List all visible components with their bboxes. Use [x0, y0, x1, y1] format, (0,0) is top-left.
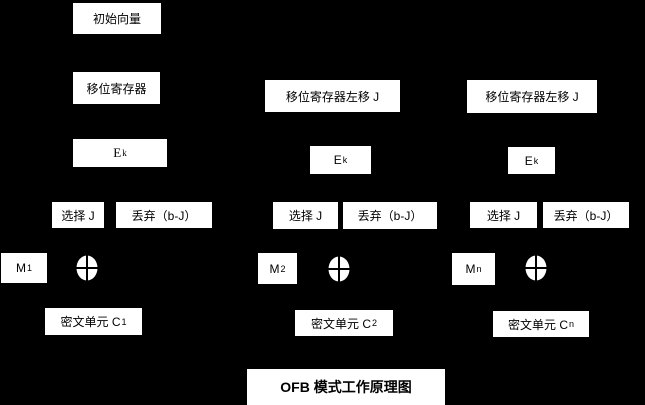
- shift-register-box-3: 移位寄存器左移 J: [467, 80, 597, 113]
- init-vector-box: 初始向量: [73, 3, 161, 34]
- ciphertext-label: 密文单元 C: [507, 317, 568, 332]
- xor-icon: [76, 255, 98, 281]
- discard-box-2: 丢弃（b-J）: [343, 202, 437, 229]
- shift-register-box-2: 移位寄存器左移 J: [265, 80, 400, 112]
- discard-box-3: 丢弃（b-J）: [543, 202, 629, 228]
- discard-box-1: 丢弃（b-J）: [116, 202, 212, 228]
- select-box-1: 选择 J: [52, 202, 104, 228]
- ciphertext-label: 密文单元 C: [60, 315, 121, 329]
- ciphertext-label: 密文单元 C: [310, 316, 371, 331]
- encrypt-label: E: [524, 153, 533, 168]
- message-label: M: [465, 262, 476, 276]
- select-box-2: 选择 J: [273, 202, 338, 229]
- shift-register-box-1: 移位寄存器: [73, 72, 160, 104]
- select-box-3: 选择 J: [470, 202, 537, 228]
- encrypt-label: E: [333, 153, 342, 167]
- xor-icon: [525, 255, 547, 281]
- message-label: M: [15, 261, 26, 275]
- xor-icon: [328, 256, 350, 282]
- diagram-title: OFB 模式工作原理图: [247, 369, 445, 405]
- message-label: M: [269, 261, 280, 276]
- encrypt-label: E: [113, 145, 122, 160]
